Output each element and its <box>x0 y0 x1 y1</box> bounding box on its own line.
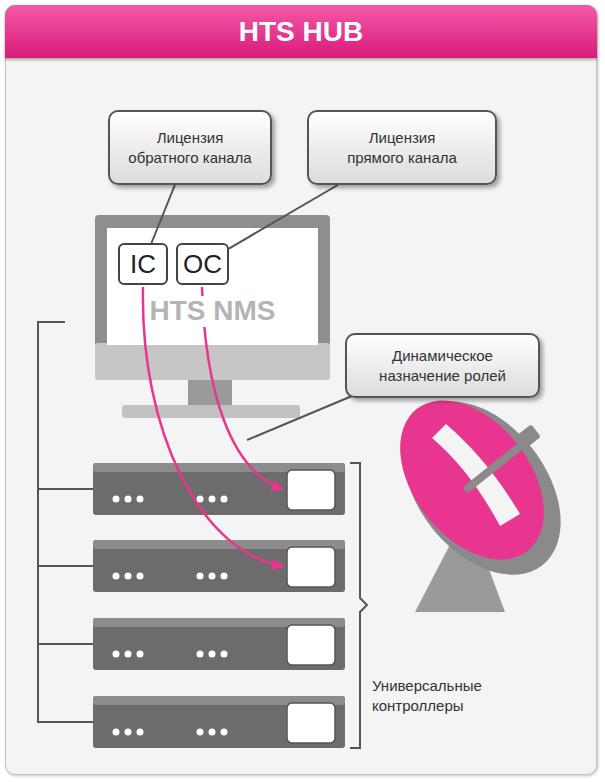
nms-screen: HTS NMS IC OC <box>107 228 318 345</box>
rack-led <box>113 651 120 658</box>
dish-face <box>371 373 573 586</box>
rack-led <box>113 496 120 503</box>
rack-body <box>93 463 345 515</box>
monitor-base <box>122 405 300 418</box>
license-box: IC <box>118 243 168 285</box>
rack-led <box>113 573 120 580</box>
rack-led <box>137 651 144 658</box>
node-text: Динамическое назначение ролей <box>369 346 516 385</box>
group-label: Универсальные контроллеры <box>372 676 542 715</box>
callout-pointer <box>151 185 174 243</box>
callout-box: Лицензия обратного канала <box>108 110 272 185</box>
tree-lines <box>38 322 93 722</box>
rack-body <box>93 618 345 670</box>
role-arrow <box>143 287 282 566</box>
rack-body <box>93 540 345 592</box>
rack-led <box>221 573 228 580</box>
role-arrows <box>143 287 282 566</box>
title-text: HTS HUB <box>239 16 363 48</box>
node-text: OC <box>183 249 222 280</box>
rack-led <box>197 496 204 503</box>
controller-slot <box>287 625 335 665</box>
rack-led <box>137 729 144 736</box>
monitor-chin <box>95 343 330 380</box>
callout-pointer <box>229 185 338 249</box>
rack-led <box>209 729 216 736</box>
rack-led <box>125 573 132 580</box>
leader-line <box>247 396 352 440</box>
controllers <box>93 463 345 748</box>
rack-led <box>221 496 228 503</box>
license-box: OC <box>176 243 229 285</box>
rack-led <box>125 651 132 658</box>
monitor-frame <box>95 215 330 347</box>
rack-led <box>221 651 228 658</box>
dish-gap <box>432 424 520 526</box>
tree-line <box>38 489 93 644</box>
dish-back <box>371 371 593 604</box>
satellite-dish <box>371 371 593 612</box>
rack-led <box>137 573 144 580</box>
node-text: HTS NMS <box>148 296 278 327</box>
rack-led <box>197 573 204 580</box>
rack-led <box>137 496 144 503</box>
monitor <box>95 215 330 418</box>
rack-body <box>93 696 345 748</box>
feed-arm <box>468 440 528 488</box>
controller-slot <box>287 547 335 587</box>
bracket <box>350 463 367 748</box>
rack-led <box>125 729 132 736</box>
node-text: Лицензия прямого канала <box>346 128 458 167</box>
callout-box: Лицензия прямого канала <box>307 110 497 185</box>
rack-led <box>209 573 216 580</box>
rack-led <box>113 729 120 736</box>
node-text: IC <box>130 249 156 280</box>
controller-rack <box>93 696 345 748</box>
controller-slot <box>287 470 335 510</box>
feed-horn <box>517 424 541 448</box>
node-text: Лицензия обратного канала <box>127 128 253 167</box>
controller-slot <box>287 703 335 743</box>
tree-line <box>38 322 93 722</box>
rack-led <box>221 729 228 736</box>
rack-led <box>125 496 132 503</box>
rack-led <box>209 496 216 503</box>
rack-led <box>209 651 216 658</box>
callout-box: Динамическое назначение ролей <box>345 333 540 398</box>
title-bar: HTS HUB <box>5 5 597 58</box>
rack-led <box>197 729 204 736</box>
rack-led <box>197 651 204 658</box>
controller-rack <box>93 540 345 592</box>
controller-rack <box>93 463 345 515</box>
controller-rack <box>93 618 345 670</box>
monitor-screen <box>107 228 318 345</box>
monitor-neck <box>188 380 232 406</box>
